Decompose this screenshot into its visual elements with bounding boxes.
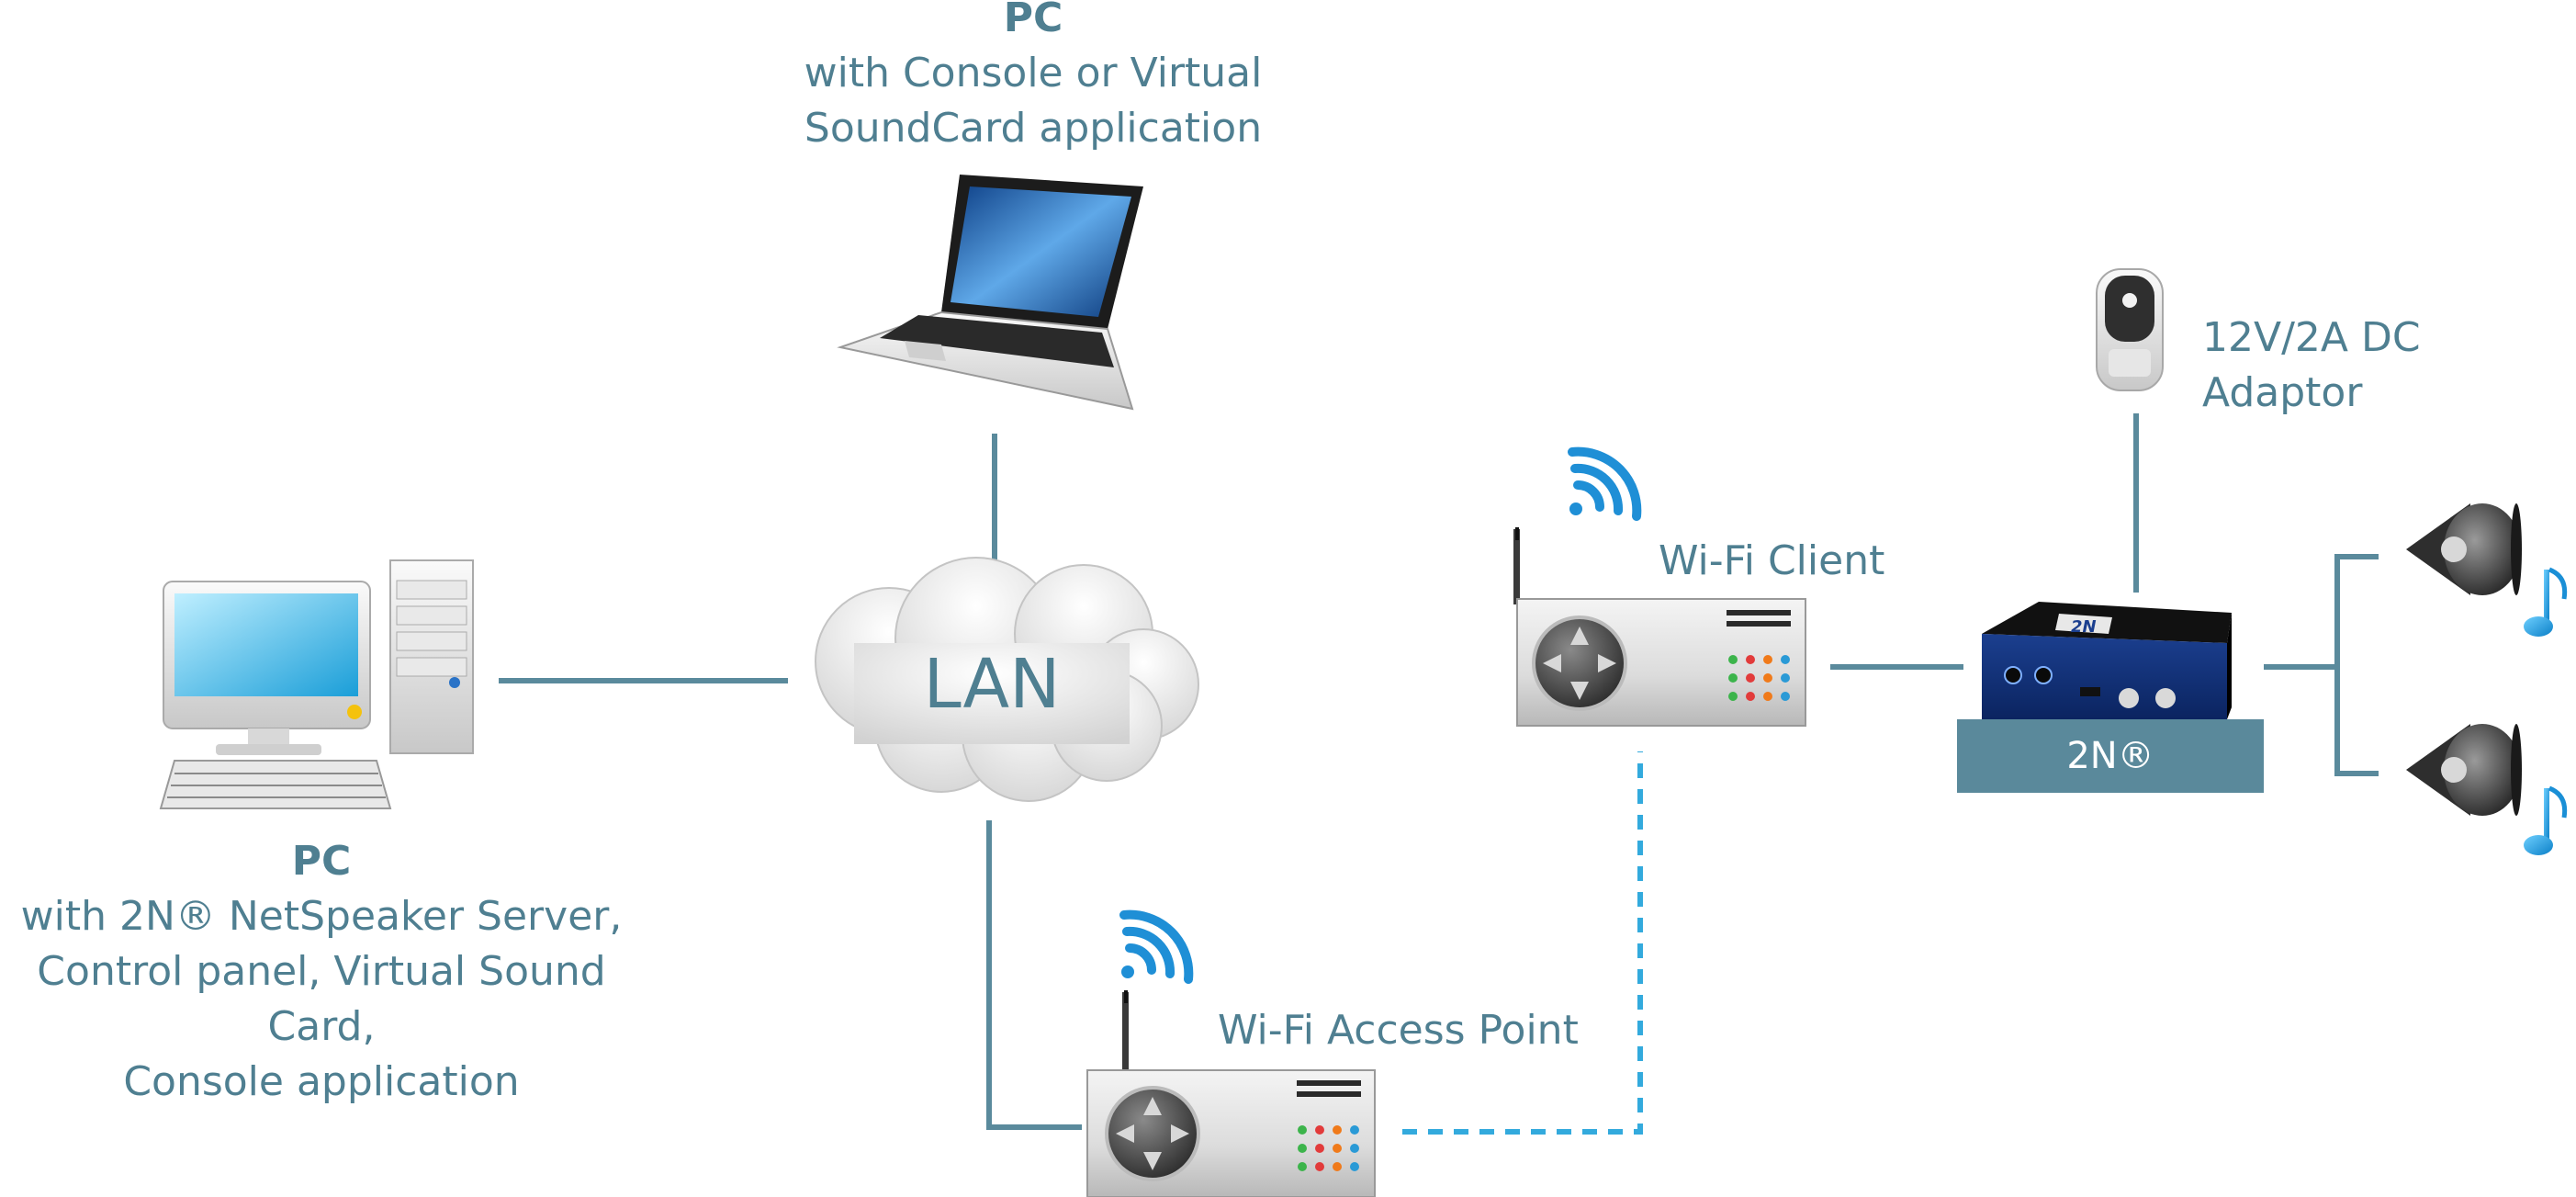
wifi-signal-icon <box>1119 909 1194 984</box>
cloud-icon <box>815 557 1199 802</box>
router-icon <box>1513 527 1806 727</box>
netspeaker-label: 2N® NetSpeaker <box>1957 719 2264 851</box>
desktop-pc-desc-2: Control panel, Virtual Sound Card, <box>37 948 606 1050</box>
desktop-pc-title: PC <box>291 838 352 885</box>
laptop-pc-desc-2: SoundCard application <box>804 105 1263 152</box>
adaptor-label: 12V/2A DC Adaptor <box>2202 314 2421 416</box>
netspeaker-device-icon: 2N <box>1982 602 2232 719</box>
laptop-pc-title: PC <box>1003 0 1063 41</box>
loudspeaker-icon <box>2406 724 2522 816</box>
laptop-pc-desc-1: with Console or Virtual <box>804 50 1263 96</box>
router-icon <box>1086 990 1376 1197</box>
wifi-access-point-label: Wi-Fi Access Point <box>1218 1007 1579 1054</box>
connections <box>499 413 2379 1130</box>
music-note-icon <box>2524 567 2568 637</box>
wifi-signal-icon <box>1568 446 1642 521</box>
link-lan-access-point <box>986 820 1082 1130</box>
loudspeaker-icon <box>2406 503 2522 595</box>
laptop-pc-label: PC with Console or Virtual SoundCard app… <box>753 0 1313 156</box>
power-adaptor-icon <box>2096 268 2164 391</box>
desktop-pc-desc-1: with 2N® NetSpeaker Server, <box>20 893 623 940</box>
netspeaker-logo-text: 2N <box>2071 617 2097 637</box>
wireless-link <box>1402 751 1643 1135</box>
link-speaker-bus <box>2334 554 2379 776</box>
wifi-client-label: Wi-Fi Client <box>1659 537 1885 584</box>
desktop-computer-icon <box>159 559 474 809</box>
desktop-pc-desc-3: Console application <box>123 1058 520 1105</box>
desktop-pc-label: PC with 2N® NetSpeaker Server, Control p… <box>0 834 643 1110</box>
laptop-icon <box>837 175 1143 411</box>
music-note-icon <box>2524 785 2568 855</box>
lan-label: LAN <box>923 645 1061 724</box>
